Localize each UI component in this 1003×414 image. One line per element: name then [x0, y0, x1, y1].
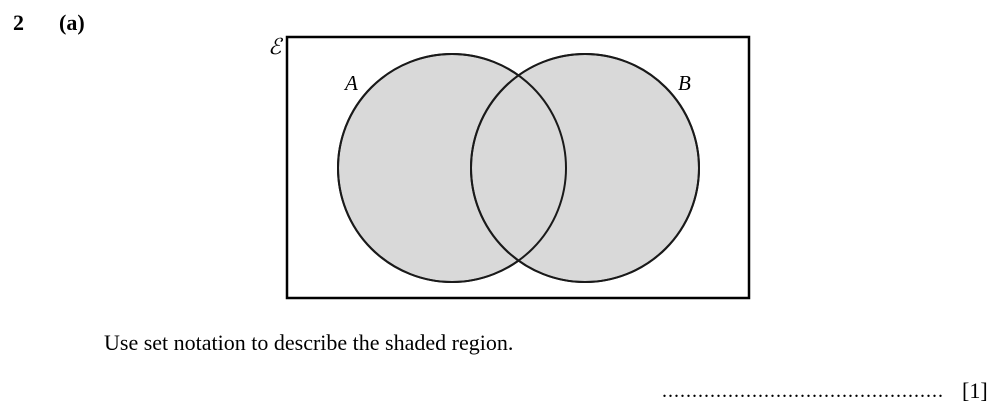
answer-line[interactable]: ........................................…: [662, 380, 944, 402]
question-part: (a): [59, 10, 85, 35]
set-b-outline: [470, 53, 700, 283]
universal-set-rectangle: [285, 35, 751, 300]
universal-set-symbol: ℰ: [268, 34, 284, 59]
question-number: 2: [13, 10, 24, 35]
question-prompt: Use set notation to describe the shaded …: [104, 330, 514, 355]
set-b-circle: [470, 53, 700, 283]
set-a-outline: [337, 53, 567, 283]
marks-indicator: [1]: [962, 378, 988, 403]
set-a-label: A: [343, 71, 358, 95]
set-b-label: B: [678, 71, 691, 95]
